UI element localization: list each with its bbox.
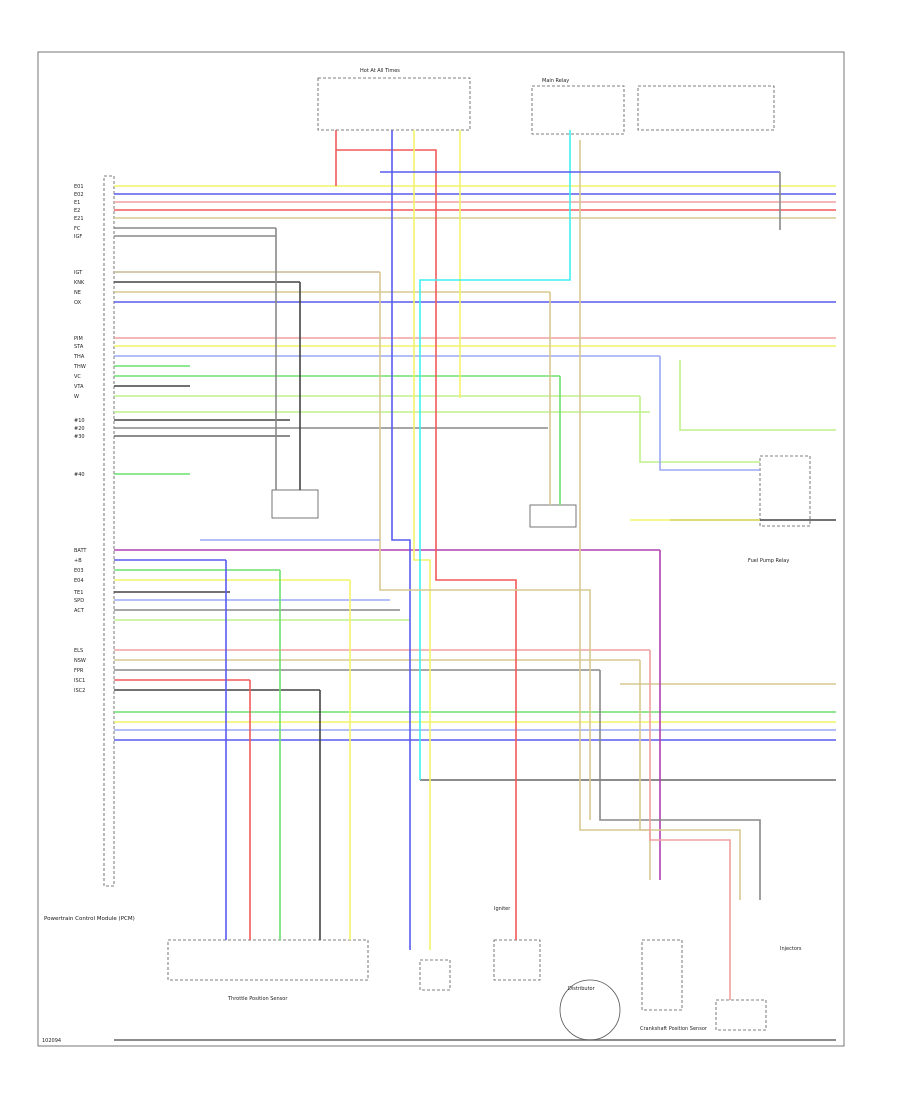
connector-right bbox=[529, 504, 577, 528]
pin-label: E21 bbox=[74, 216, 84, 222]
fuse-panel-right bbox=[637, 85, 775, 131]
knock-sensor bbox=[715, 999, 767, 1031]
pin-label: E2 bbox=[74, 208, 80, 214]
pin-label: W bbox=[74, 394, 79, 400]
pin-label: FPR bbox=[74, 668, 84, 674]
wire bbox=[579, 140, 651, 880]
pin-label: E01 bbox=[74, 184, 84, 190]
wire bbox=[413, 130, 431, 950]
wire bbox=[639, 396, 760, 463]
pin-label: THW bbox=[73, 364, 86, 370]
igniter-label: Igniter bbox=[494, 906, 511, 912]
pin-label: NE bbox=[74, 290, 81, 296]
crank-sensor-label: Crankshaft Position Sensor bbox=[640, 1026, 708, 1032]
pin-label: #30 bbox=[74, 434, 85, 440]
wire bbox=[419, 130, 571, 780]
fuel-pump-relay bbox=[759, 455, 811, 527]
pin-label: OX bbox=[74, 300, 82, 306]
pin-label: E04 bbox=[74, 578, 84, 584]
main-relay bbox=[531, 85, 625, 135]
footer-code: 102094 bbox=[42, 1038, 61, 1044]
connector-left bbox=[271, 489, 319, 519]
wire bbox=[379, 272, 591, 820]
wire bbox=[649, 650, 731, 1000]
pin-label: #10 bbox=[74, 418, 85, 424]
pin-label: E03 bbox=[74, 568, 84, 574]
pin-label: #20 bbox=[74, 426, 85, 432]
fuse-panel-label: Hot At All Times bbox=[360, 68, 400, 74]
pin-label: ISC2 bbox=[74, 688, 85, 694]
pin-label: ACT bbox=[74, 608, 85, 614]
ignition-coil bbox=[419, 959, 451, 991]
pin-label: FC bbox=[74, 226, 81, 232]
crank-sensor bbox=[641, 939, 683, 1011]
wire-group-upper bbox=[114, 185, 836, 475]
pin-label: TE1 bbox=[73, 590, 83, 596]
pin-label: +B bbox=[74, 558, 82, 564]
wire-group-vertical bbox=[114, 130, 836, 1041]
pin-label: SPD bbox=[74, 598, 84, 604]
throttle-sensor bbox=[167, 939, 369, 981]
pin-label: PIM bbox=[74, 336, 83, 342]
distributor-label: Distributor bbox=[568, 986, 596, 992]
wire bbox=[639, 660, 741, 900]
pin-label: #40 bbox=[74, 472, 85, 478]
main-relay-label: Main Relay bbox=[542, 78, 569, 84]
throttle-sensor-label: Throttle Position Sensor bbox=[227, 996, 288, 1002]
pin-label: ELS bbox=[74, 648, 83, 654]
fuse-panel-top bbox=[317, 77, 471, 131]
pin-label: ISC1 bbox=[74, 678, 85, 684]
pin-label: E02 bbox=[74, 192, 84, 198]
pin-label: IGT bbox=[74, 270, 83, 276]
fuel-pump-relay-label: Fuel Pump Relay bbox=[748, 558, 789, 564]
pin-label: NSW bbox=[74, 658, 86, 664]
pin-label: VC bbox=[74, 374, 81, 380]
pin-label: BATT bbox=[74, 548, 87, 554]
ecm-label: Powertrain Control Module (PCM) bbox=[44, 916, 135, 922]
injectors-right-label: Injectors bbox=[780, 946, 802, 952]
pin-label: KNK bbox=[74, 280, 85, 286]
wire bbox=[336, 149, 517, 940]
pin-label: E1 bbox=[74, 200, 80, 206]
wire bbox=[659, 356, 760, 471]
ecm-connector bbox=[103, 175, 115, 887]
wire-group-lower bbox=[114, 549, 836, 781]
pin-label: STA bbox=[74, 344, 84, 350]
wire bbox=[679, 360, 836, 431]
diagram-frame bbox=[37, 51, 845, 1047]
wire bbox=[599, 670, 761, 900]
pin-label: VTA bbox=[74, 384, 84, 390]
pin-label: IGF bbox=[74, 234, 82, 240]
igniter bbox=[493, 939, 541, 981]
pin-label: THA bbox=[73, 354, 85, 360]
wire bbox=[391, 130, 411, 950]
